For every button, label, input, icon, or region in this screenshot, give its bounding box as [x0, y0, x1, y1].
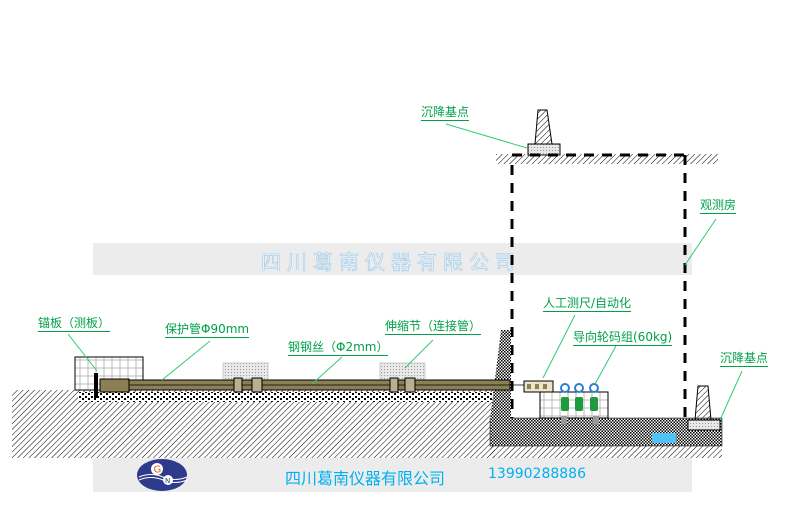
guide-wheel-weights [560, 383, 599, 424]
retaining-wall [490, 330, 511, 420]
label-anchor-plate: 锚板（测板） [38, 316, 111, 332]
label-protective-pipe: 保护管Φ90mm [165, 322, 250, 338]
watermark-text: 四川葛南仪器有限公司 [261, 250, 521, 275]
label-observation-room: 观测房 [700, 198, 737, 214]
roof-ground [496, 154, 718, 164]
gravel-bed [78, 392, 495, 402]
svg-text:N: N [165, 477, 170, 485]
svg-text:G: G [154, 465, 162, 476]
leader-lines [67, 123, 743, 421]
pit-foundation [489, 417, 723, 447]
footer-phone: 13990288886 [488, 466, 586, 482]
pit-ground [490, 446, 722, 458]
company-logo: G N [137, 459, 188, 491]
pipe-head [99, 378, 130, 393]
label-steel-wire: 钢钢丝（Φ2mm） [288, 340, 389, 356]
settlement-marker-right [687, 385, 721, 431]
footer-band: G N 四川葛南仪器有限公司 13990288886 [93, 458, 692, 492]
label-settlement-point-top: 沉降基点 [421, 105, 470, 121]
expansion-joint [233, 377, 416, 393]
anchor-plate [94, 373, 98, 398]
footer-company: 四川葛南仪器有限公司 [285, 469, 446, 488]
watermark-band: 四川葛南仪器有限公司 [93, 243, 692, 275]
water [652, 433, 676, 443]
label-manual-ruler: 人工测尺/自动化 [543, 296, 632, 312]
label-settlement-point-right: 沉降基点 [720, 351, 769, 367]
label-guide-wheel-weights: 导向轮码组(60kg) [573, 330, 673, 346]
settlement-marker-top [527, 109, 561, 156]
label-expansion-joint: 伸缩节（连接管） [385, 319, 482, 335]
